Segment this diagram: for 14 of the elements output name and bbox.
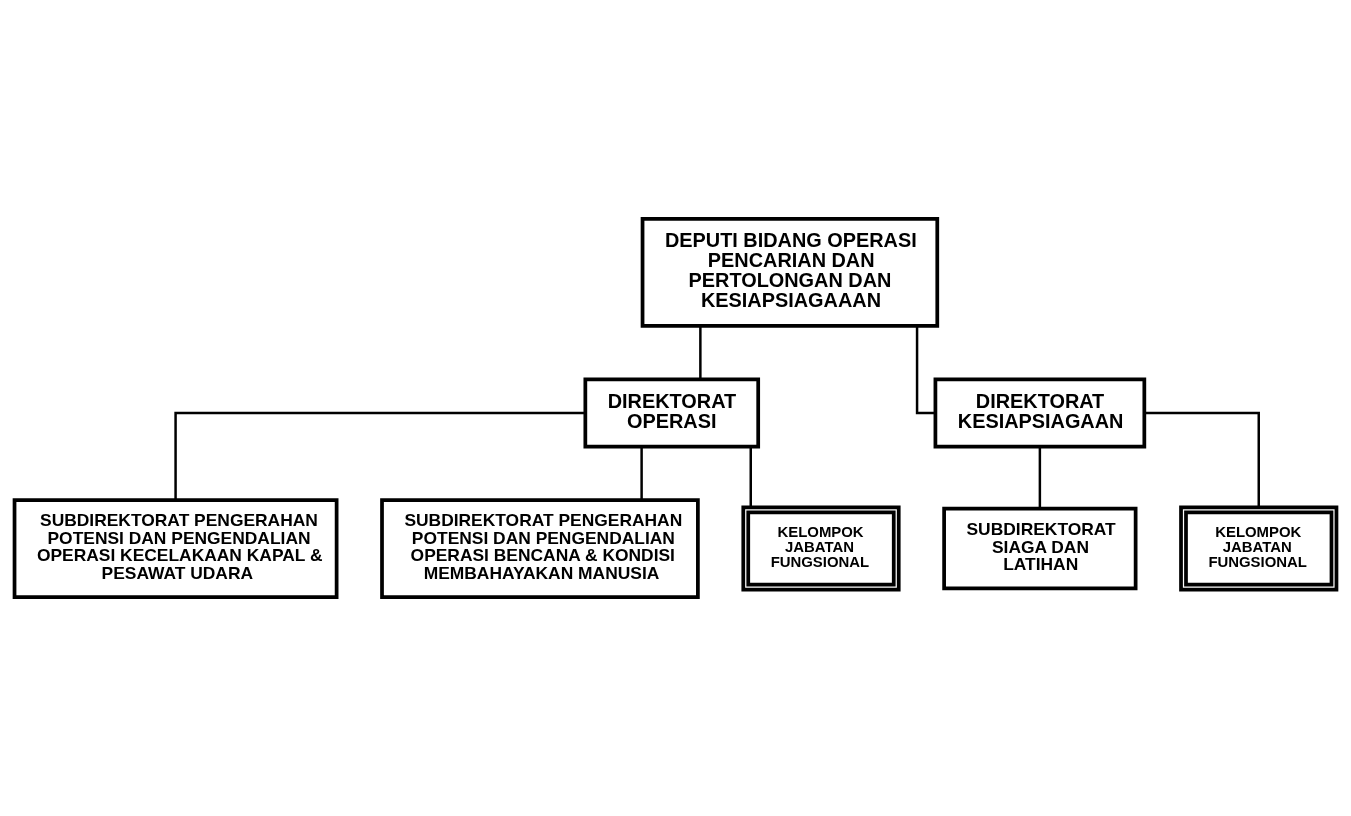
- node-box: DEPUTI BIDANG OPERASI PENCARIAN DAN PERTOLONGAN DAN KESIAPSIAGAAAN: [640, 217, 940, 328]
- connector: [1144, 411, 1260, 508]
- node-box: SUBDIREKTORAT PENGERAHAN POTENSI DAN PENGENDALIAN OPERASI KECELAKAAN KAPAL & PESAWAT UDARA: [12, 498, 339, 599]
- connector: [1038, 446, 1042, 509]
- connector: [174, 411, 586, 500]
- connector: [699, 325, 702, 380]
- node-box: KELOMPOK JABATAN FUNGSIONAL: [1179, 505, 1339, 592]
- connector: [640, 446, 643, 500]
- connector: [749, 446, 752, 508]
- node-box: SUBDIREKTORAT SIAGA DAN LATIHAN: [942, 506, 1138, 591]
- node-box: KELOMPOK JABATAN FUNGSIONAL: [741, 505, 901, 592]
- node-box: DIREKTORAT KESIAPSIAGAAN: [933, 377, 1147, 449]
- node-box: SUBDIREKTORAT PENGERAHAN POTENSI DAN PENGENDALIAN OPERASI BENCANA & KONDISI MEMBAHAYAKAN MANUSIA: [380, 498, 700, 599]
- node-box: DIREKTORAT OPERASI: [583, 377, 761, 449]
